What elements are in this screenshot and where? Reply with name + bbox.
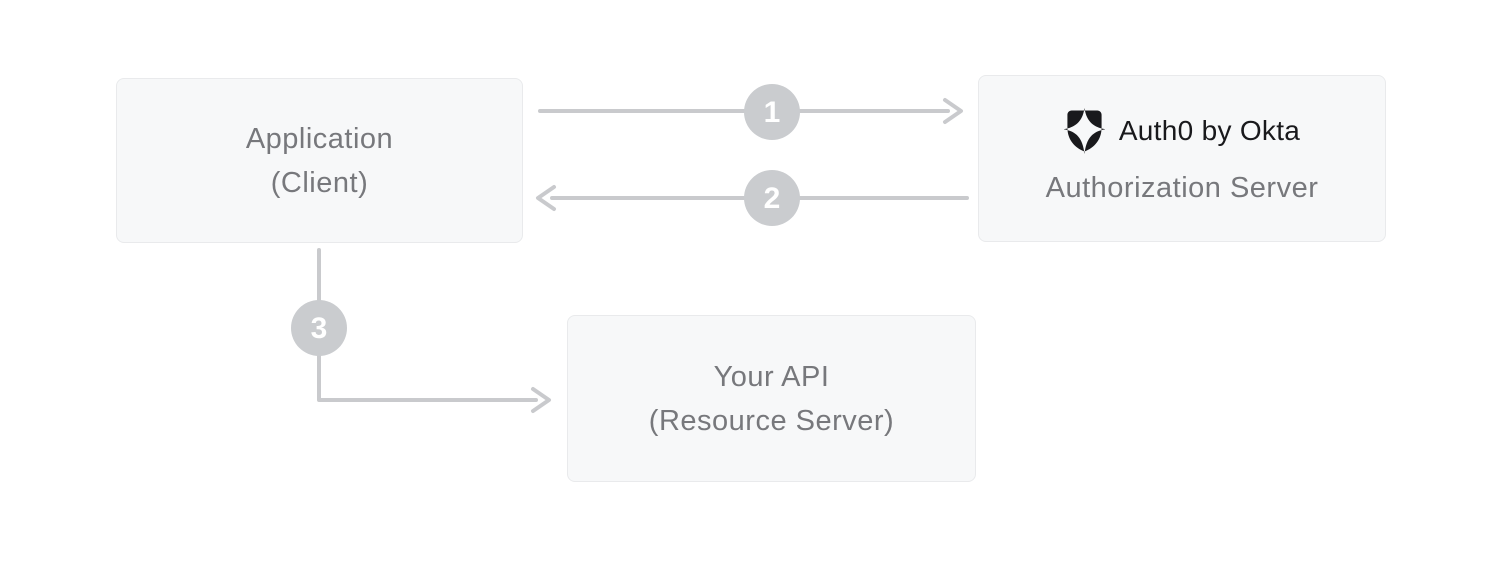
arrow-left-icon: [536, 185, 556, 211]
arrow-right-icon: [943, 98, 963, 124]
node-api-resource-server: Your API (Resource Server): [567, 315, 976, 482]
api-label-line2: (Resource Server): [648, 404, 895, 437]
step-badge-1: 1: [744, 84, 800, 140]
node-application-client: Application (Client): [116, 78, 523, 243]
arrow-app-to-api: [317, 248, 551, 413]
application-label-line2: (Client): [270, 166, 369, 199]
arrow-app-to-authserver: [538, 98, 963, 124]
node-authorization-server: Auth0 by Okta Authorization Server: [978, 75, 1386, 242]
step-badge-3: 3: [291, 300, 347, 356]
step-number-1: 1: [764, 96, 781, 129]
auth0-brand-row: Auth0 by Okta: [1063, 107, 1301, 154]
arrow-right-icon: [531, 387, 551, 413]
auth0-brand-label: Auth0 by Okta: [1118, 114, 1301, 146]
step-badge-2: 2: [744, 170, 800, 226]
authorization-server-label: Authorization Server: [1045, 171, 1319, 204]
application-label-line1: Application: [245, 122, 394, 155]
step-number-3: 3: [311, 312, 328, 345]
api-label-line1: Your API: [713, 360, 830, 393]
step-number-2: 2: [764, 182, 781, 215]
auth0-shield-icon: [1063, 107, 1105, 154]
